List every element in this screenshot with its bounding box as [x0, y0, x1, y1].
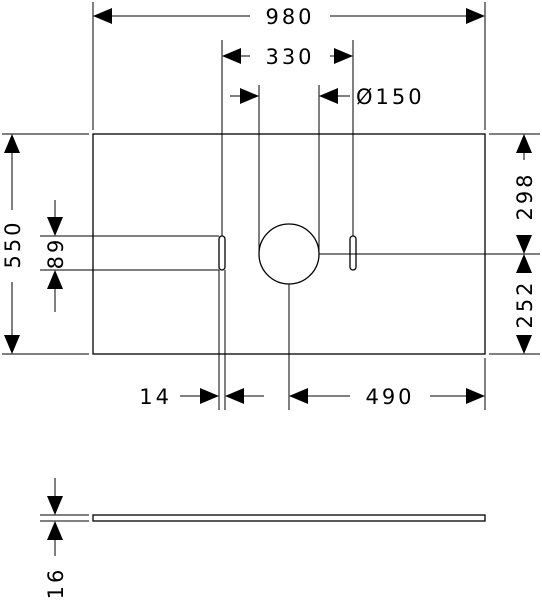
dim-89-label: 89	[44, 237, 68, 270]
plate-side-view	[92, 514, 486, 522]
extension-lines	[2, 2, 540, 522]
dim-550-label: 550	[1, 219, 25, 268]
dim-330-label: 330	[265, 45, 314, 69]
dim-overall-width: 980	[93, 5, 485, 29]
dim-slot-width: 14	[139, 385, 264, 409]
center-hole	[258, 223, 320, 285]
dim-top-to-hole: 298	[513, 134, 537, 254]
dim-hole-spacing: 330	[222, 45, 353, 69]
dim-980-label: 980	[265, 5, 314, 29]
dim-slot-length: 89	[44, 200, 68, 312]
dim-hole-to-bottom: 252	[513, 254, 537, 354]
dim-252-label: 252	[513, 279, 537, 328]
dim-hole-to-right: 490	[289, 385, 485, 409]
dim-hole-diameter: Ø150	[230, 85, 425, 109]
dim-14-label: 14	[139, 385, 172, 409]
dim-16-label: 16	[44, 567, 68, 600]
right-slot	[349, 235, 357, 271]
dim-490-label: 490	[365, 385, 414, 409]
dim-overall-depth: 550	[1, 134, 25, 354]
dim-298-label: 298	[513, 171, 537, 220]
left-slot	[218, 235, 226, 271]
dim-thickness: 16	[44, 478, 68, 599]
dim-diameter-label: Ø150	[356, 85, 425, 109]
